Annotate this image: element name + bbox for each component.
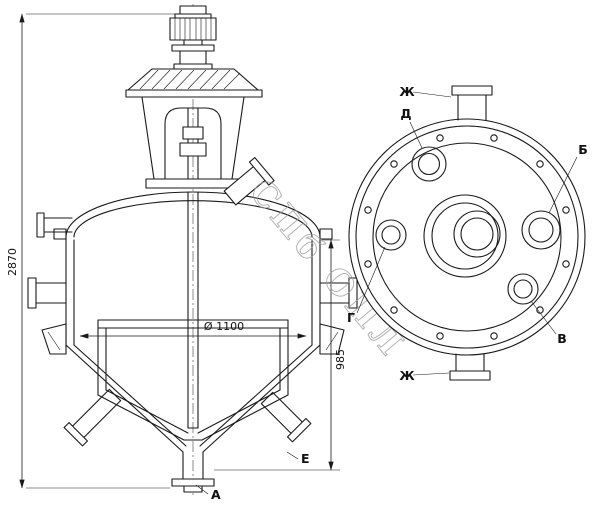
agitator-shaft — [187, 191, 199, 429]
bottom-left-nozzle — [63, 388, 122, 447]
vessel-body — [53, 191, 333, 493]
label-side-bottom-nozzle: Е — [301, 451, 310, 466]
dome-inner — [73, 200, 313, 238]
dome-inclined-nozzle — [223, 157, 275, 206]
nozzle-d — [411, 146, 447, 182]
label-nozzle-b: Б — [578, 142, 588, 157]
side-view: 2870 Ø 1100 985 А Е — [6, 4, 358, 502]
central-shaft-nozzle — [423, 194, 507, 278]
dim-cone-height: 985 — [334, 349, 347, 370]
leader-nozzle-e — [286, 451, 299, 460]
lantern-stand — [141, 96, 245, 189]
outlet-flange — [171, 478, 215, 487]
top-view: Ж Д Б Г В Ж — [347, 84, 588, 383]
leader-outlet-a — [195, 484, 209, 495]
support-bell — [125, 68, 263, 98]
label-nozzle-g: Г — [347, 310, 355, 325]
vessel-rim — [372, 142, 562, 332]
dome-left-stub — [43, 217, 73, 233]
top-pipe — [451, 85, 493, 121]
bolt-holes — [364, 134, 570, 340]
nozzle-g — [375, 219, 407, 251]
right-mid-nozzle — [319, 282, 351, 304]
outlet-pipe — [182, 451, 204, 480]
dimensions: 2870 Ø 1100 985 А Е — [6, 13, 347, 502]
motor-fins — [174, 18, 212, 40]
label-bottom-nozzle: Ж — [399, 368, 415, 383]
dim-inner-diameter: Ø 1100 — [204, 320, 244, 333]
label-bottom-outlet: А — [211, 487, 221, 502]
agitator-crossbar — [97, 319, 289, 329]
agitator — [97, 191, 289, 441]
label-top-nozzle: Ж — [399, 84, 415, 99]
agitator-arms — [97, 389, 289, 441]
bell-hatch — [139, 69, 241, 90]
coupling-upper — [182, 126, 204, 140]
label-nozzle-v: В — [557, 331, 567, 346]
label-nozzle-d: Д — [400, 106, 411, 121]
flange-inner-ring — [355, 125, 579, 349]
coupling-lower — [179, 142, 207, 157]
flange-outer-ring — [348, 118, 586, 356]
dome-outer — [65, 191, 321, 238]
left-support-lug — [41, 323, 67, 355]
agitator-blades — [97, 319, 289, 396]
drive-motor — [169, 5, 217, 70]
nozzle-b — [521, 210, 561, 250]
bottom-pipe — [449, 353, 491, 381]
top-view-leaders — [356, 91, 578, 376]
shell-walls — [65, 236, 321, 346]
cone-bottom — [65, 344, 321, 453]
nozzle-v — [507, 273, 539, 305]
dim-overall-height: 2870 — [6, 248, 19, 276]
left-mid-nozzle — [35, 282, 67, 304]
ext-lines-height — [26, 13, 178, 489]
